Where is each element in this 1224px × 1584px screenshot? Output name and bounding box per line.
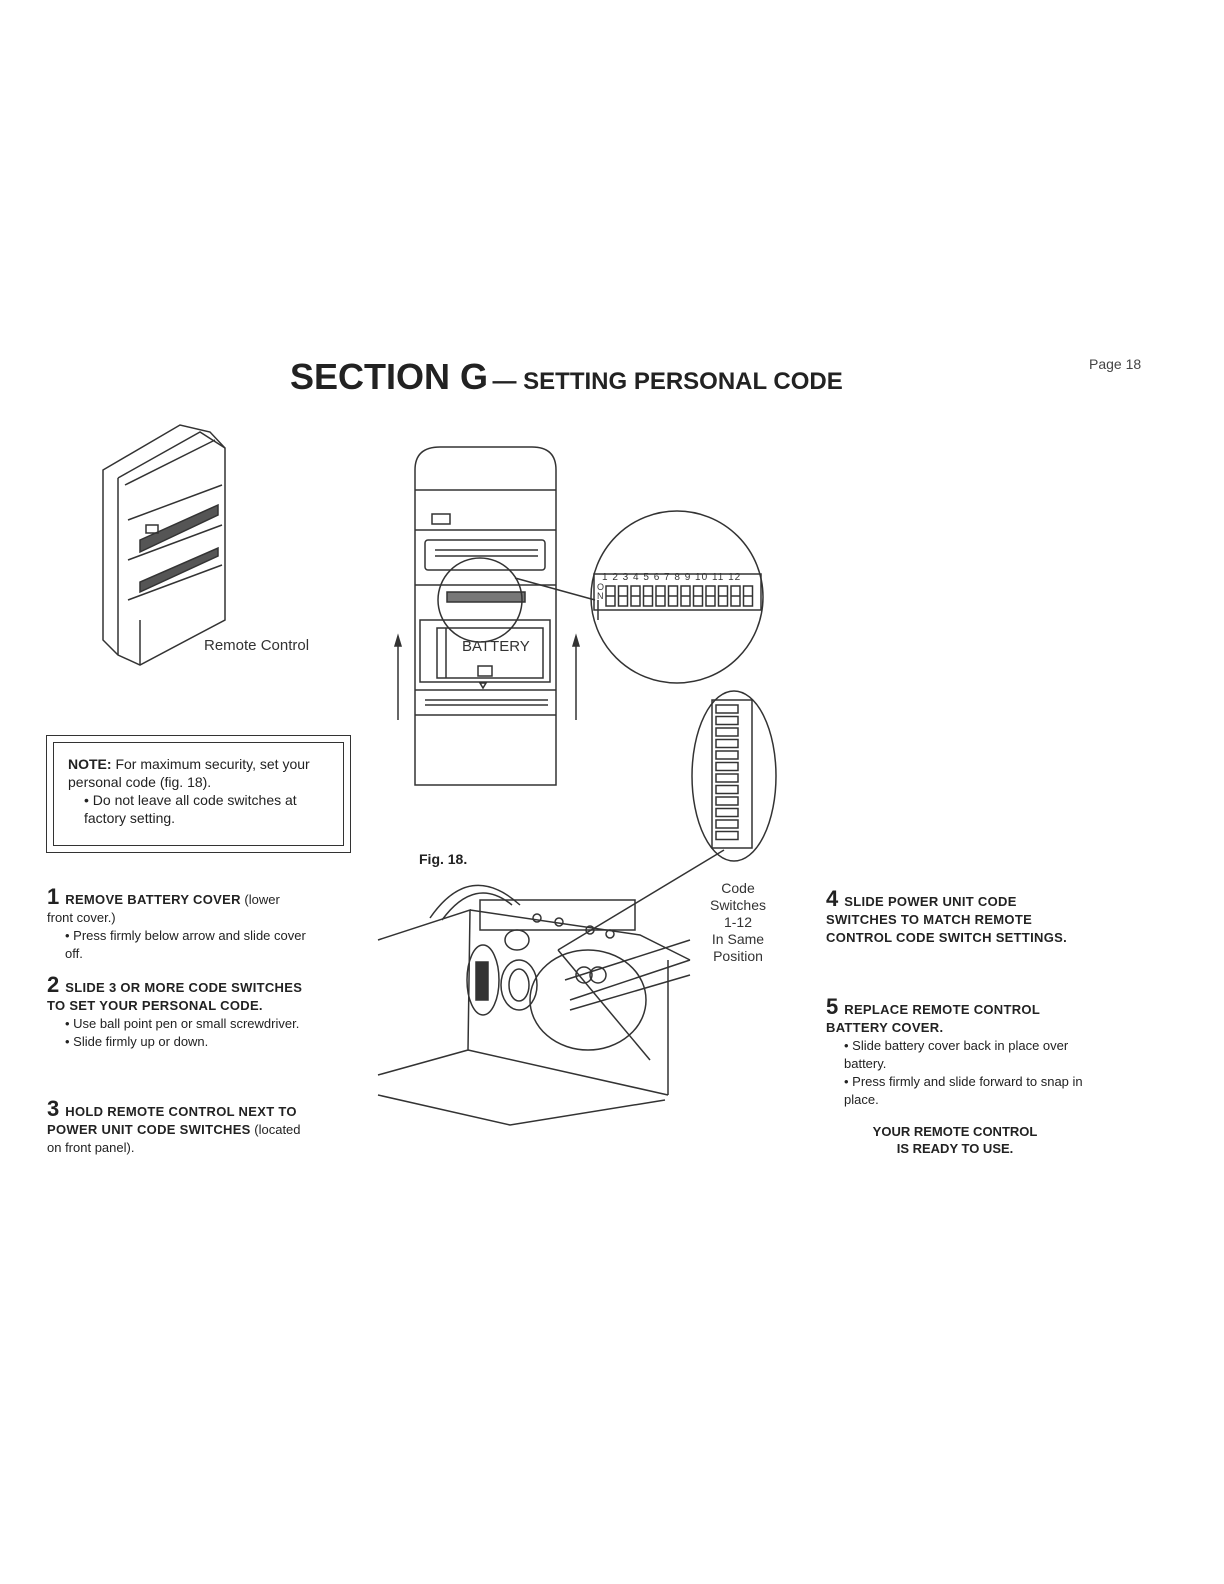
dip-switch bbox=[715, 738, 739, 749]
dip-switch bbox=[715, 773, 739, 783]
section-subtitle: — SETTING PERSONAL CODE bbox=[492, 368, 843, 395]
ready-line: IS READY TO USE. bbox=[896, 1141, 1014, 1156]
step-number: 1 bbox=[47, 884, 60, 909]
step-tail: (located on front panel). bbox=[47, 1122, 301, 1155]
step-bullet: • Press firmly below arrow and slide cov… bbox=[65, 928, 306, 961]
remote-control-drawing bbox=[102, 424, 226, 666]
step-number: 5 bbox=[826, 994, 839, 1019]
page-title: SECTION G — SETTING PERSONAL CODE bbox=[290, 356, 843, 398]
code-label-line: Switches bbox=[709, 897, 767, 913]
ready-line: YOUR REMOTE CONTROL bbox=[872, 1124, 1038, 1139]
step-number: 2 bbox=[47, 972, 60, 997]
step-bullet: • Slide battery cover back in place over… bbox=[844, 1038, 1069, 1071]
dip-switch bbox=[715, 819, 739, 829]
step-heading: REMOVE BATTERY COVER bbox=[65, 892, 241, 907]
code-label-line: 1-12 bbox=[723, 914, 753, 930]
dip-switch bbox=[715, 830, 739, 841]
note-text: For maximum security, set your personal … bbox=[68, 756, 310, 790]
step-bullet: • Slide firmly up or down. bbox=[65, 1034, 209, 1049]
dip-switch-magnified bbox=[590, 510, 764, 684]
section-title: SECTION G bbox=[290, 356, 489, 397]
ready-message: YOUR REMOTE CONTROL IS READY TO USE. bbox=[824, 1123, 1086, 1157]
power-unit-drawing bbox=[377, 884, 691, 1126]
step-number: 3 bbox=[47, 1096, 60, 1121]
note-box: NOTE: For maximum security, set your per… bbox=[46, 735, 351, 853]
dip-switch bbox=[715, 796, 739, 806]
code-label-line: In Same bbox=[711, 931, 765, 947]
dip-on-label: ON bbox=[597, 582, 605, 601]
dip-switch bbox=[715, 761, 739, 772]
remote-caption: Remote Control bbox=[204, 637, 310, 654]
battery-label: BATTERY bbox=[462, 638, 530, 655]
dip-switch bbox=[715, 727, 739, 737]
vertical-dip-drawing bbox=[557, 690, 777, 951]
note-label: NOTE: bbox=[68, 756, 112, 772]
dip-switch bbox=[715, 715, 739, 726]
step-heading: HOLD REMOTE CONTROL NEXT TO POWER UNIT C… bbox=[47, 1104, 297, 1137]
dip-switch bbox=[715, 750, 739, 760]
dip-switch bbox=[715, 784, 739, 795]
note-bullet: • Do not leave all code switches at fact… bbox=[84, 792, 297, 826]
step-bullet: • Use ball point pen or small screwdrive… bbox=[65, 1016, 300, 1031]
step-heading: REPLACE REMOTE CONTROL BATTERY COVER. bbox=[826, 1002, 1040, 1035]
remote-front-drawing bbox=[393, 446, 596, 786]
dip-numbers: 1 2 3 4 5 6 7 8 9 10 11 12 bbox=[602, 572, 742, 583]
step-tail: (lower front cover.) bbox=[47, 892, 280, 925]
dip-switch bbox=[715, 807, 739, 818]
figure-label: Fig. 18. bbox=[419, 851, 468, 867]
dip-switch bbox=[715, 704, 739, 714]
step-number: 4 bbox=[826, 886, 839, 911]
code-label-line: Position bbox=[713, 948, 763, 964]
page-number: Page 18 bbox=[1089, 356, 1142, 372]
step-1: 1 REMOVE BATTERY COVER (lower front cover… bbox=[47, 886, 309, 963]
code-switches-label: Code Switches 1-12 In Same Position bbox=[700, 880, 776, 965]
step-heading: SLIDE POWER UNIT CODE SWITCHES TO MATCH … bbox=[826, 894, 1068, 945]
step-bullet: • Press firmly and slide forward to snap… bbox=[844, 1074, 1083, 1107]
code-label-line: Code bbox=[721, 880, 755, 896]
step-heading: SLIDE 3 OR MORE CODE SWITCHES TO SET YOU… bbox=[47, 980, 303, 1013]
